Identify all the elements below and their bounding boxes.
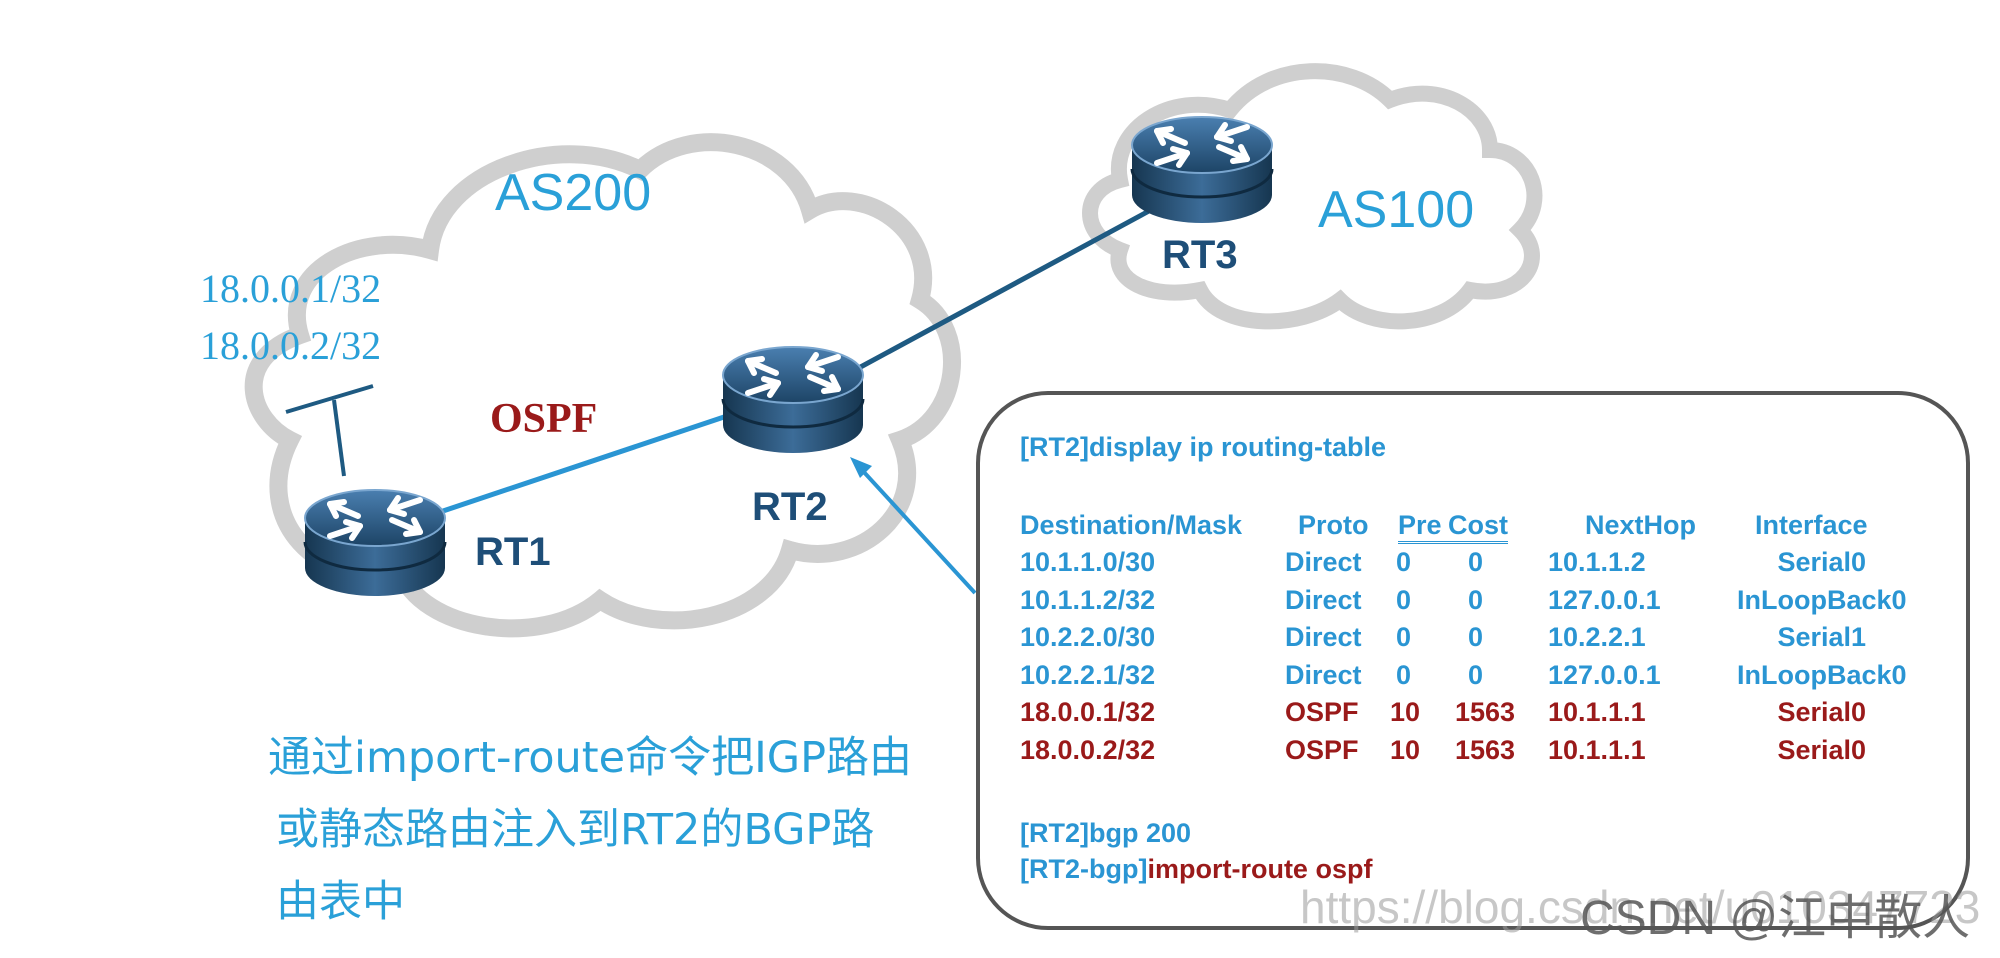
description-line-2: 或静态路由注入到RT2的BGP路 bbox=[276, 805, 875, 855]
row-4-iface: InLoopBack0 bbox=[1737, 659, 1907, 690]
row-3-nexthop: 10.2.2.1 bbox=[1548, 622, 1646, 652]
watermark-brand: CSDN @江中散人 bbox=[1580, 892, 1971, 945]
router-rt2-icon bbox=[723, 347, 863, 453]
row-4-destination: 10.2.2.1/32 bbox=[1020, 659, 1156, 690]
row-3-iface: Serial1 bbox=[1777, 622, 1867, 652]
row-2-iface: InLoopBack0 bbox=[1737, 584, 1907, 615]
header-proto: Proto bbox=[1298, 510, 1369, 540]
network-stub-bar bbox=[285, 384, 374, 414]
row-2-nexthop: 127.0.0.1 bbox=[1548, 584, 1661, 615]
header-nexthop: NextHop bbox=[1585, 510, 1697, 540]
description-line-3: 由表中 bbox=[276, 877, 405, 927]
router-rt3-icon bbox=[1132, 117, 1272, 223]
rt2-label: RT2 bbox=[752, 485, 828, 529]
network-18-0-0-2: 18.0.0.2/32 bbox=[200, 323, 382, 368]
bgp-prompt: [RT2-bgp] bbox=[1020, 854, 1148, 884]
row-3-destination: 10.2.2.0/30 bbox=[1020, 622, 1156, 652]
row-5-destination: 18.0.0.1/32 bbox=[1020, 697, 1156, 727]
row-2-pre: 0 bbox=[1396, 584, 1412, 615]
row-1-destination: 10.1.1.0/30 bbox=[1020, 547, 1156, 577]
as200-label: AS200 bbox=[495, 164, 652, 222]
row-2-cost: 0 bbox=[1468, 584, 1484, 615]
row-1-pre: 0 bbox=[1396, 547, 1412, 577]
header-interface: Interface bbox=[1755, 510, 1868, 540]
row-3-pre: 0 bbox=[1396, 622, 1412, 652]
routing-table-box bbox=[976, 391, 1970, 930]
arrow-to-rt2 bbox=[860, 468, 977, 595]
row-3-cost: 0 bbox=[1468, 622, 1484, 652]
header-pre: Pre bbox=[1398, 510, 1442, 544]
header-cost: Cost bbox=[1434, 510, 1508, 544]
rt3-label: RT3 bbox=[1162, 233, 1238, 277]
header-destination: Destination/Mask bbox=[1020, 510, 1243, 540]
row-6-proto: OSPF bbox=[1285, 734, 1359, 765]
row-1-iface: Serial0 bbox=[1777, 547, 1867, 577]
row-1-proto: Direct bbox=[1285, 547, 1362, 577]
row-1-nexthop: 10.1.1.2 bbox=[1548, 547, 1646, 577]
watermark-url: https://blog.csdn.net/u010347723 bbox=[1300, 881, 1981, 933]
row-4-pre: 0 bbox=[1396, 659, 1412, 690]
description-line-1: 通过import-route命令把IGP路由 bbox=[268, 733, 913, 783]
row-5-cost: 1563 bbox=[1455, 697, 1516, 727]
row-1-cost: 0 bbox=[1468, 547, 1484, 577]
link-rt1-rt2 bbox=[439, 412, 731, 515]
command-bgp-200: [RT2]bgp 200 bbox=[1020, 818, 1192, 848]
row-5-iface: Serial0 bbox=[1777, 697, 1867, 727]
arrow-head bbox=[850, 457, 872, 478]
row-5-nexthop: 10.1.1.1 bbox=[1548, 697, 1646, 727]
command-display-routing-table: [RT2]display ip routing-table bbox=[1020, 432, 1387, 462]
network-stub-stem bbox=[332, 399, 346, 477]
network-18-0-0-1: 18.0.0.1/32 bbox=[200, 266, 382, 311]
row-6-destination: 18.0.0.2/32 bbox=[1020, 734, 1156, 765]
as100-label: AS100 bbox=[1318, 181, 1475, 239]
command-import-route: [RT2-bgp]import-route ospf bbox=[1020, 854, 1372, 885]
row-4-nexthop: 127.0.0.1 bbox=[1548, 659, 1661, 690]
ospf-label: OSPF bbox=[490, 396, 598, 442]
row-4-proto: Direct bbox=[1285, 659, 1362, 690]
router-rt1-icon bbox=[305, 490, 445, 596]
row-5-proto: OSPF bbox=[1285, 697, 1359, 727]
row-3-proto: Direct bbox=[1285, 622, 1362, 652]
rt1-label: RT1 bbox=[475, 530, 551, 574]
row-6-iface: Serial0 bbox=[1777, 734, 1867, 765]
import-route-command: import-route ospf bbox=[1147, 854, 1373, 884]
link-rt2-rt3 bbox=[853, 202, 1162, 373]
row-2-destination: 10.1.1.2/32 bbox=[1020, 584, 1156, 615]
row-6-cost: 1563 bbox=[1455, 734, 1516, 765]
row-4-cost: 0 bbox=[1468, 659, 1484, 690]
row-2-proto: Direct bbox=[1285, 584, 1362, 615]
row-5-pre: 10 bbox=[1390, 697, 1421, 727]
row-6-pre: 10 bbox=[1390, 734, 1421, 765]
row-6-nexthop: 10.1.1.1 bbox=[1548, 734, 1646, 765]
